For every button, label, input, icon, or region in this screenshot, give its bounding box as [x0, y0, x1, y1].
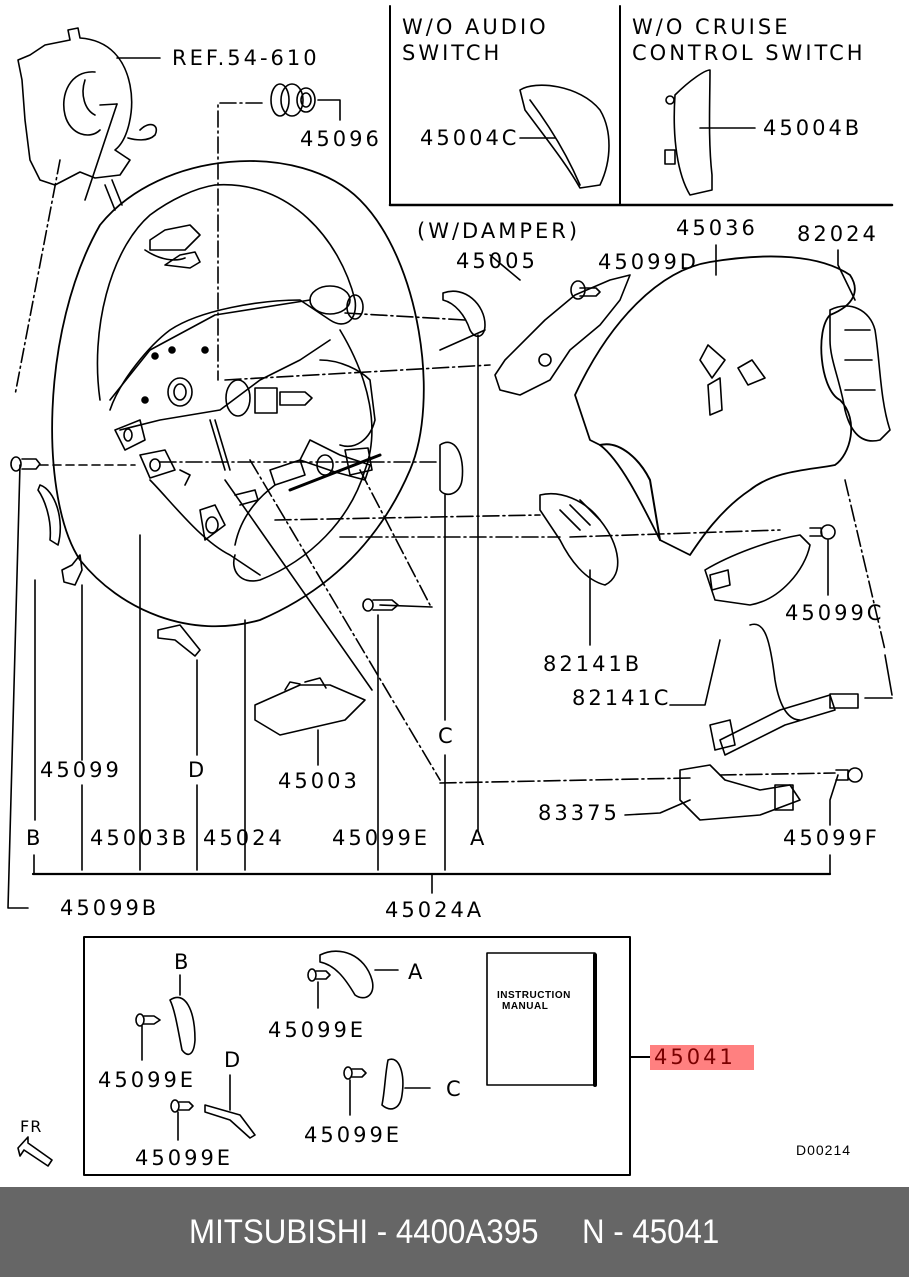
- part-label-83375[interactable]: 83375: [538, 801, 620, 825]
- kit-part-label-45041[interactable]: 45041: [650, 1045, 754, 1070]
- kit-box-drawing: [83, 936, 653, 1176]
- footer-bar: MITSUBISHI - 4400A395 N - 45041: [0, 1187, 909, 1277]
- part-label-45005[interactable]: 45005: [456, 249, 538, 273]
- part-label-45099d[interactable]: 45099D: [598, 250, 699, 274]
- inset-audio-title-1: W/O AUDIO: [402, 15, 549, 39]
- callout-d: D: [188, 758, 208, 782]
- clock-spring-drawing: [14, 27, 161, 396]
- part-label-45096[interactable]: 45096: [300, 127, 382, 151]
- ref-label: REF.54-610: [172, 46, 320, 70]
- inset-audio-title-2: SWITCH: [402, 41, 503, 65]
- callout-b: B: [26, 826, 44, 850]
- part-label-45099b[interactable]: 45099B: [60, 896, 160, 920]
- steering-wheel-parts-diagram: [7, 5, 894, 1176]
- airbag-and-switch-parts: [439, 255, 893, 821]
- part-label-45099e[interactable]: 45099E: [332, 826, 431, 850]
- manual-title-line1: INSTRUCTION: [497, 990, 571, 1001]
- part-label-45024a[interactable]: 45024A: [385, 898, 485, 922]
- part-label-82141b[interactable]: 82141B: [543, 652, 643, 676]
- callout-a: A: [470, 826, 488, 850]
- steering-wheel-drawing: [39, 160, 836, 784]
- callout-c: C: [438, 724, 456, 748]
- front-indicator-label: FR: [20, 1117, 43, 1136]
- part-label-45024[interactable]: 45024: [203, 826, 285, 850]
- kit-callout-a: A: [408, 960, 426, 984]
- kit-callout-d: D: [224, 1048, 244, 1072]
- part-label-45036[interactable]: 45036: [676, 216, 758, 240]
- kit-part-label-a[interactable]: 45099E: [268, 1018, 367, 1042]
- kit-part-label-d[interactable]: 45099E: [135, 1146, 234, 1170]
- footer-part-info: MITSUBISHI - 4400A395 N - 45041: [189, 1212, 720, 1251]
- part-label-45099f[interactable]: 45099F: [783, 826, 880, 850]
- kit-callout-b: B: [174, 950, 192, 974]
- kit-part-label-b[interactable]: 45099E: [98, 1068, 197, 1092]
- kit-callout-c: C: [446, 1077, 464, 1101]
- part-label-45004c[interactable]: 45004C: [420, 126, 520, 150]
- inset-frames: [388, 5, 894, 207]
- part-label-45003[interactable]: 45003: [278, 769, 360, 793]
- front-arrow-icon: [17, 1136, 53, 1167]
- manual-title-line2: MANUAL: [502, 1001, 549, 1012]
- part-label-45099c[interactable]: 45099C: [785, 601, 885, 625]
- drawing-code: D00214: [796, 1142, 852, 1158]
- part-label-82024[interactable]: 82024: [797, 222, 879, 246]
- inset-cruise-title-2: CONTROL SWITCH: [632, 41, 866, 65]
- part-label-45004b[interactable]: 45004B: [763, 116, 863, 140]
- inset-switch-drawings: [519, 69, 756, 196]
- left-small-parts: [10, 456, 399, 736]
- kit-part-label-c[interactable]: 45099E: [304, 1123, 403, 1147]
- nut-45096-drawing: [217, 83, 341, 381]
- part-label-45003b[interactable]: 45003B: [90, 826, 190, 850]
- part-label-82141c[interactable]: 82141C: [572, 686, 672, 710]
- damper-note: (W/DAMPER): [417, 219, 581, 243]
- part-label-45099[interactable]: 45099: [40, 758, 122, 782]
- leader-lines: [7, 244, 856, 909]
- inset-cruise-title-1: W/O CRUISE: [632, 15, 791, 39]
